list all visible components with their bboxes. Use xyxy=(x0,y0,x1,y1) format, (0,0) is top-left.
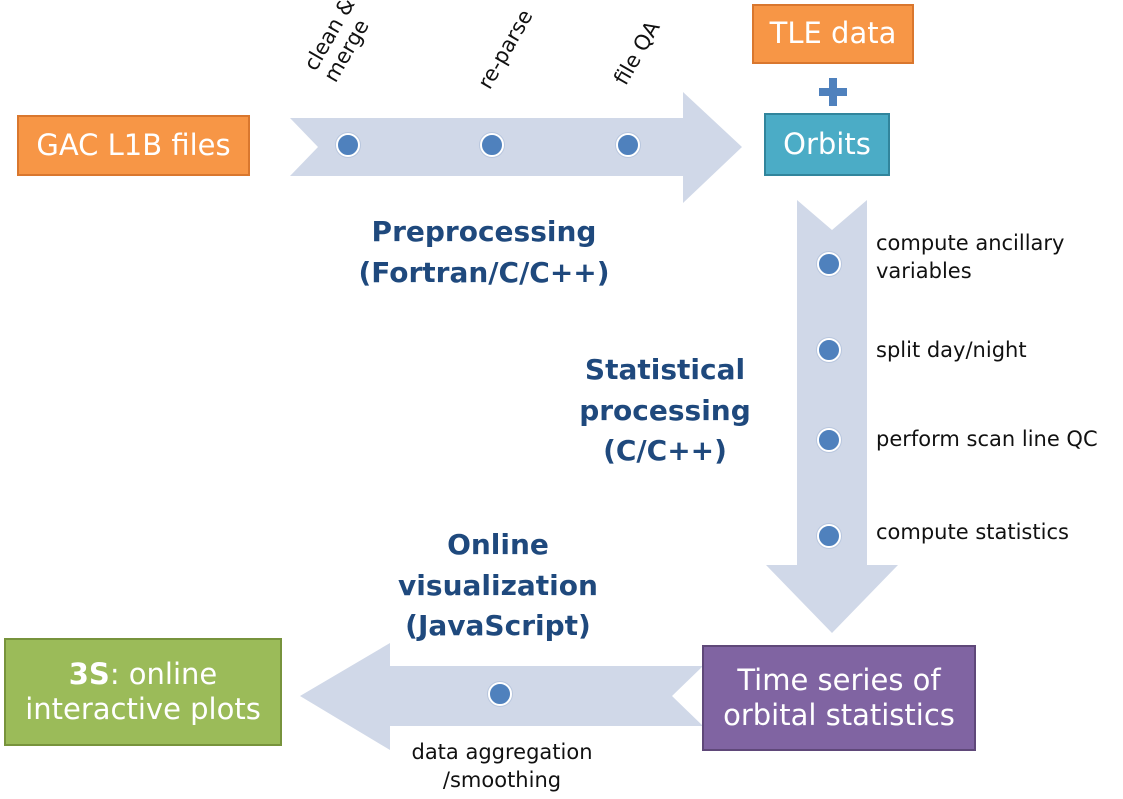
statistical-stage-label: Statistical processing (C/C++) xyxy=(579,353,751,468)
visualization-stage-label: Online visualization (JavaScript) xyxy=(398,528,598,643)
time-series-line2: orbital statistics xyxy=(723,698,955,732)
time-series-box: Time series of orbital statistics xyxy=(702,645,976,751)
3s-label-rest: : online xyxy=(109,656,218,691)
statistical-processing-arrow xyxy=(766,200,898,633)
statistical-step-dot xyxy=(817,524,841,548)
preprocessing-step-dot xyxy=(336,133,360,157)
gac-l1b-files-label: GAC L1B files xyxy=(36,127,231,162)
preprocessing-step-dot xyxy=(616,133,640,157)
step-split-day-night: split day/night xyxy=(876,338,1027,362)
time-series-line1: Time series of xyxy=(737,662,941,697)
3s-label-bold: 3S xyxy=(68,656,110,691)
preprocessing-stage-label: Preprocessing (Fortran/C/C++) xyxy=(358,215,610,289)
step-scan-line-qc: perform scan line QC xyxy=(876,427,1098,451)
step-compute-ancillary: compute ancillary variables xyxy=(876,231,1065,284)
gac-l1b-files-box: GAC L1B files xyxy=(17,115,250,176)
statistical-step-dot xyxy=(817,338,841,362)
step-compute-statistics: compute statistics xyxy=(876,520,1069,544)
orbits-label: Orbits xyxy=(783,126,871,161)
orbits-box: Orbits xyxy=(764,113,890,176)
step-data-aggregation: data aggregation /smoothing xyxy=(411,740,593,793)
tle-data-box: TLE data xyxy=(752,4,914,64)
tle-data-label: TLE data xyxy=(769,16,897,51)
plus-icon xyxy=(818,78,848,106)
visualization-step-dot xyxy=(488,682,512,706)
preprocessing-step-dot xyxy=(480,133,504,157)
statistical-step-dot xyxy=(817,428,841,452)
statistical-step-dot xyxy=(817,252,841,276)
3s-label-line2: interactive plots xyxy=(25,692,261,726)
preprocessing-arrow xyxy=(290,92,742,203)
3s-plots-box: 3S: online interactive plots xyxy=(4,638,282,746)
